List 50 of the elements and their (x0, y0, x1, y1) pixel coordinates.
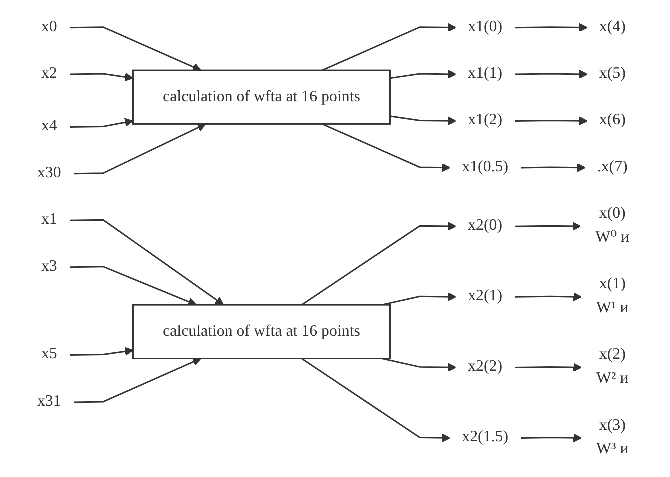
node-text: x1(1) (468, 65, 503, 82)
node-text: x(3) W³ и (596, 416, 629, 458)
arrow (70, 118, 134, 128)
node-text: x2(1.5) (462, 428, 509, 446)
arrow (515, 222, 582, 231)
arrow (74, 358, 202, 404)
node-text: x1(0) (468, 18, 503, 36)
arrow (70, 219, 224, 306)
node-text: x1(2) (468, 112, 503, 129)
arrow (70, 266, 197, 306)
node-text: x0 (41, 18, 58, 36)
node-box: calculation of wfta at 16 points (132, 304, 391, 360)
node-text: x(2) W² и (596, 346, 629, 388)
node-text: x2(2) (468, 358, 503, 376)
node-text: x1(0.5) (462, 158, 509, 176)
node-text: x(6) (599, 112, 626, 129)
node-box: calculation of wfta at 16 points (132, 70, 391, 125)
arrow (390, 116, 457, 126)
node-text: x31 (37, 393, 62, 410)
arrow (515, 363, 582, 372)
arrow (74, 124, 206, 175)
arrow (70, 347, 134, 356)
node-text: x1 (41, 211, 58, 228)
node-text: x2 (41, 65, 58, 82)
node-text: x2(1) (468, 288, 503, 305)
arrow (70, 26, 202, 72)
arrow (521, 163, 586, 172)
arrow (390, 70, 457, 80)
arrow (382, 292, 457, 306)
node-text: x30 (37, 164, 62, 182)
node-text: .x(7) (597, 158, 628, 176)
node-text: x(1) W¹ и (596, 276, 629, 317)
node-text: x5 (41, 346, 58, 363)
node-text: x3 (41, 258, 58, 275)
node-text: x(0) W⁰ и (596, 205, 630, 246)
arrow (515, 23, 588, 32)
node-text: x(5) (599, 65, 626, 82)
node-text: x4 (41, 118, 58, 135)
node-text: x2(0) (468, 217, 503, 234)
arrow (515, 292, 582, 302)
arrow (301, 358, 451, 442)
arrow (301, 222, 457, 306)
arrow (515, 116, 588, 126)
arrow (521, 434, 582, 442)
arrow (322, 124, 451, 172)
arrow (382, 358, 457, 372)
node-text: x(4) (599, 18, 626, 36)
arrow (70, 72, 134, 82)
arrow (322, 23, 457, 72)
arrow (515, 70, 588, 79)
